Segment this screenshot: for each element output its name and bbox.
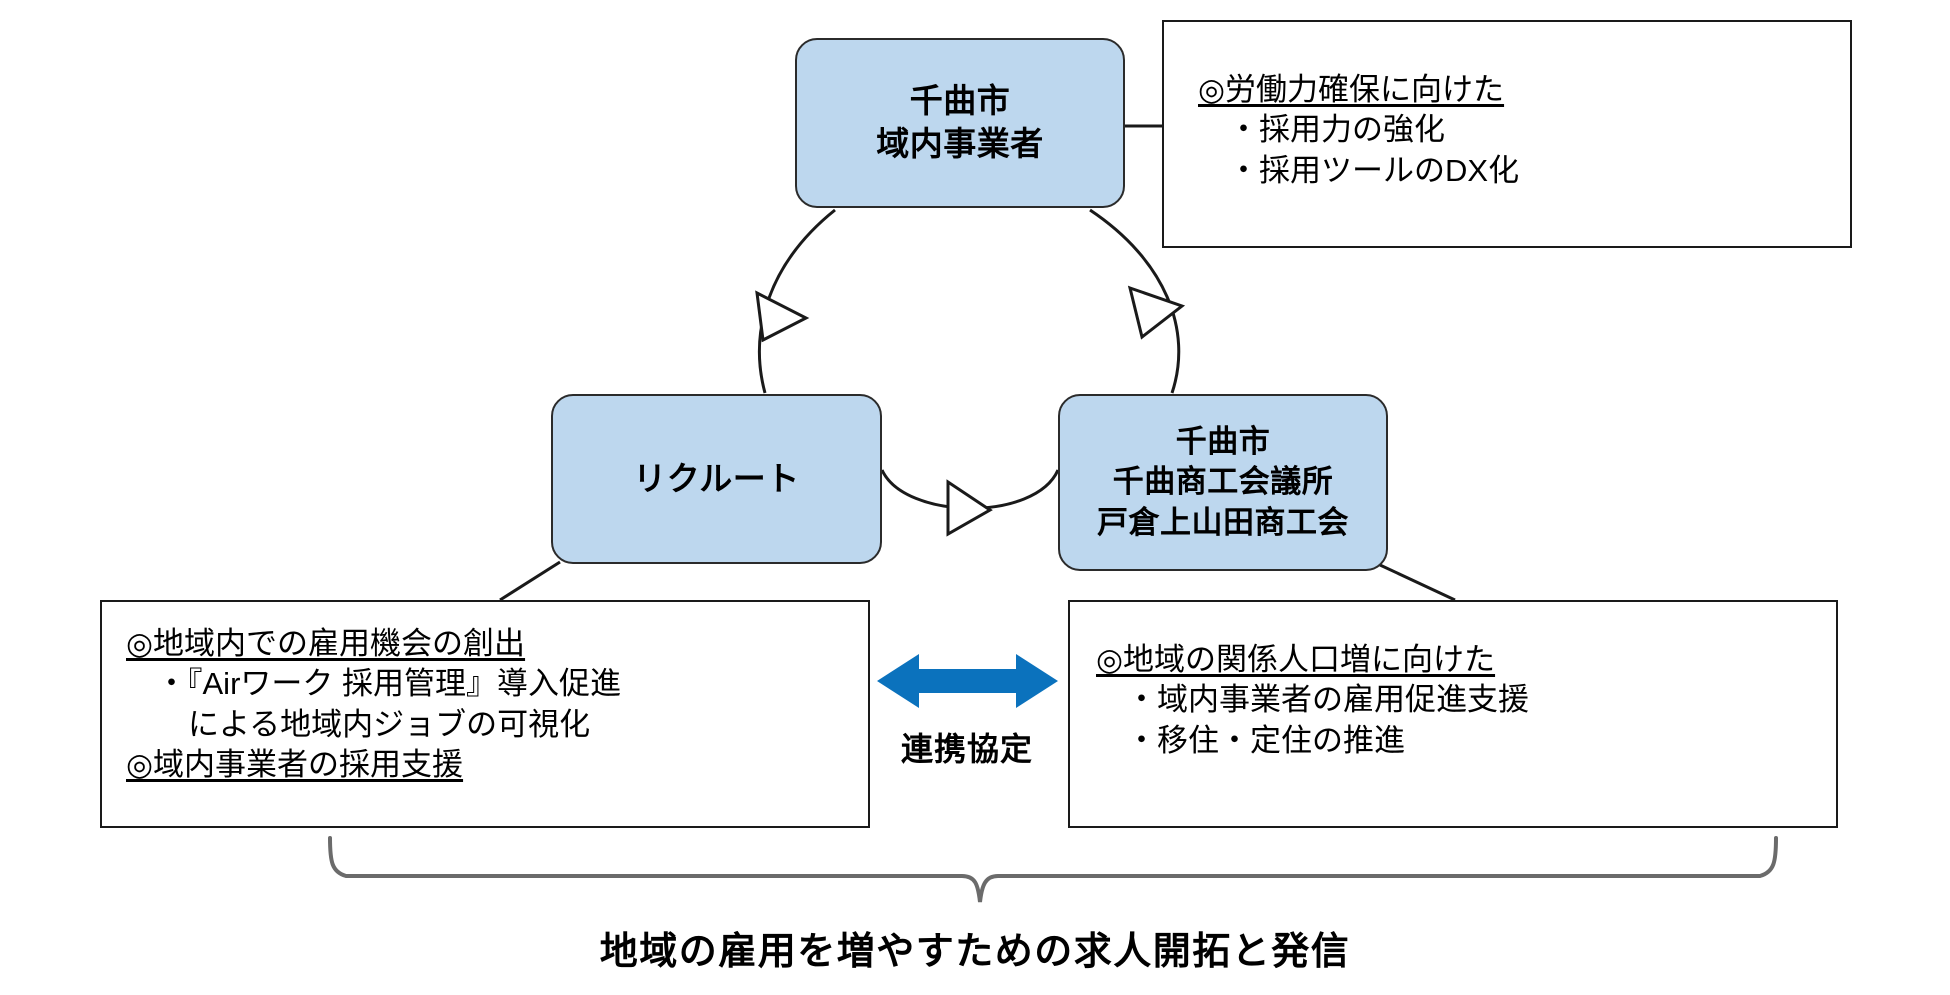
node-top-line-1: 千曲市 (909, 82, 1011, 120)
detail-item: ・『Airワーク 採用管理』導入促進 (156, 666, 621, 702)
arrowhead-right-to-top (1127, 285, 1186, 340)
arc-top-to-left (758, 208, 836, 394)
detail-heading-text: ◎地域の関係人口増に向けた (1096, 642, 1496, 677)
detail-box-population: ◎地域の関係人口増に向けた ・域内事業者の雇用促進支援 ・移住・定住の推進 (1068, 600, 1838, 828)
summary-caption: 地域の雇用を増やすための求人開拓と発信 (599, 931, 1351, 973)
arc-left-to-right (880, 469, 1060, 510)
detail-item-continued: による地域内ジョブの可視化 (188, 706, 591, 742)
entity-node-recruit[interactable]: リクルート (551, 394, 882, 564)
detail-heading-text: ◎労働力確保に向けた (1198, 72, 1505, 107)
node-right-line-3: 戸倉上山田商工会 (1097, 504, 1349, 540)
entity-node-chikuma-chamber[interactable]: 千曲市 千曲商工会議所 戸倉上山田商工会 (1058, 394, 1388, 571)
cooperation-agreement-label: 連携協定 (900, 731, 1033, 767)
detail-heading-secondary-text: ◎域内事業者の採用支援 (126, 746, 464, 782)
detail-heading-secondary: ◎域内事業者の採用支援 (126, 745, 868, 785)
double-headed-arrow-icon (876, 654, 1058, 708)
detail-heading: ◎地域内での雇用機会の創出 (126, 624, 868, 664)
arrowhead-left-to-right (946, 479, 993, 537)
leader-right-node-to-bottomright-box (1379, 563, 1456, 602)
detail-item: ・採用ツールのDX化 (1228, 152, 1520, 188)
node-top-line-2: 域内事業者 (876, 125, 1044, 162)
node-right-line-1: 千曲市 (1175, 424, 1271, 460)
arrowhead-top-to-left (755, 290, 810, 343)
detail-box-labor-force: ◎労働力確保に向けた ・採用力の強化 ・採用ツールのDX化 (1162, 20, 1852, 248)
cooperation-agreement-connector: 連携協定 (872, 650, 1062, 790)
node-right-line-2: 千曲商工会議所 (1112, 464, 1334, 500)
detail-box-job-creation: ◎地域内での雇用機会の創出 ・『Airワーク 採用管理』導入促進 による地域内ジ… (100, 600, 870, 828)
entity-node-chikuma-businesses[interactable]: 千曲市 域内事業者 (795, 38, 1125, 208)
detail-item: ・移住・定住の推進 (1126, 722, 1405, 758)
detail-heading: ◎労働力確保に向けた (1198, 70, 1850, 110)
detail-item: ・域内事業者の雇用促進支援 (1126, 682, 1529, 718)
detail-heading: ◎地域の関係人口増に向けた (1096, 640, 1836, 680)
leader-left-node-to-bottomleft-box (499, 560, 561, 602)
detail-heading-text: ◎地域内での雇用機会の創出 (126, 626, 526, 661)
node-left-line-1: リクルート (633, 459, 800, 497)
summary-brace (328, 836, 1778, 903)
detail-item: ・採用力の強化 (1228, 112, 1445, 148)
